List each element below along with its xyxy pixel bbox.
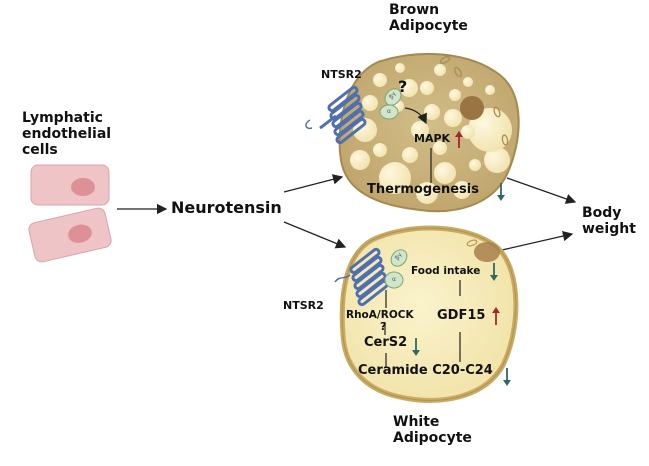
mapk-up-arrow: [455, 131, 463, 148]
white-adipocyte-cell: [339, 225, 519, 403]
gdf15-up-arrow: [492, 307, 500, 325]
white-title-line: White: [393, 414, 440, 430]
neurotensin-label: Neurotensin: [171, 198, 282, 217]
ceramide-down-arrow: [503, 368, 511, 386]
white-ntsr2-label: NTSR2: [283, 299, 324, 312]
arrow-white-to-body-weight: [501, 230, 574, 251]
gdf15-label: GDF15: [437, 308, 486, 323]
mapk-label: MAPK: [414, 132, 451, 145]
rhoa-rock-label: RhoA/ROCK: [346, 309, 414, 321]
food-intake-label: Food intake: [411, 265, 481, 277]
arrow-neurotensin-to-white: [283, 221, 347, 249]
source-label-line: cells: [22, 142, 58, 159]
lipid-droplets: [350, 63, 512, 204]
mitochondria: [439, 56, 509, 146]
body-weight-label: Body weight: [582, 205, 636, 237]
white-adipocyte-title: White Adipocyte: [393, 414, 472, 446]
brown-adipocyte-title: Brown Adipocyte: [389, 2, 468, 34]
brown-ga-label: α: [387, 108, 391, 115]
source-label-line: Lymphatic: [22, 110, 103, 126]
cers2-label: CerS2: [364, 335, 408, 350]
cers2-down-arrow: [412, 338, 420, 356]
endothelial-cell-1: [30, 164, 110, 206]
white-unknown-mark: ?: [380, 320, 387, 333]
white-title-line: Adipocyte: [393, 430, 472, 447]
body-weight-line: weight: [582, 221, 636, 238]
brown-ntsr2-receptor: [305, 85, 367, 145]
nucleus: [460, 96, 484, 120]
source-label: Lymphatic endothelial cells: [22, 110, 111, 158]
thermogenesis-down-arrow: [497, 183, 505, 201]
body-weight-line: Body: [582, 205, 622, 221]
brown-adipocyte-cell: [338, 52, 520, 213]
question-to-mapk-arrow: [404, 107, 427, 125]
thermogenesis-label: Thermogenesis: [367, 182, 479, 197]
white-g-protein: [384, 249, 408, 289]
brown-title-line: Adipocyte: [389, 18, 468, 35]
brown-unknown-mark: ?: [398, 77, 408, 96]
endothelial-cell-2: [28, 207, 112, 263]
brown-g-protein: [379, 88, 402, 120]
white-ga-label: α: [392, 276, 396, 283]
arrow-brown-to-body-weight: [506, 177, 577, 204]
brown-ntsr2-label: NTSR2: [321, 68, 362, 81]
arrow-neurotensin-to-brown: [283, 174, 344, 193]
brown-title-line: Brown: [389, 2, 440, 18]
source-label-line: endothelial: [22, 126, 112, 143]
ceramide-label: Ceramide C20-C24: [358, 363, 493, 378]
food-intake-down-arrow: [490, 263, 498, 281]
nucleus: [474, 242, 500, 262]
